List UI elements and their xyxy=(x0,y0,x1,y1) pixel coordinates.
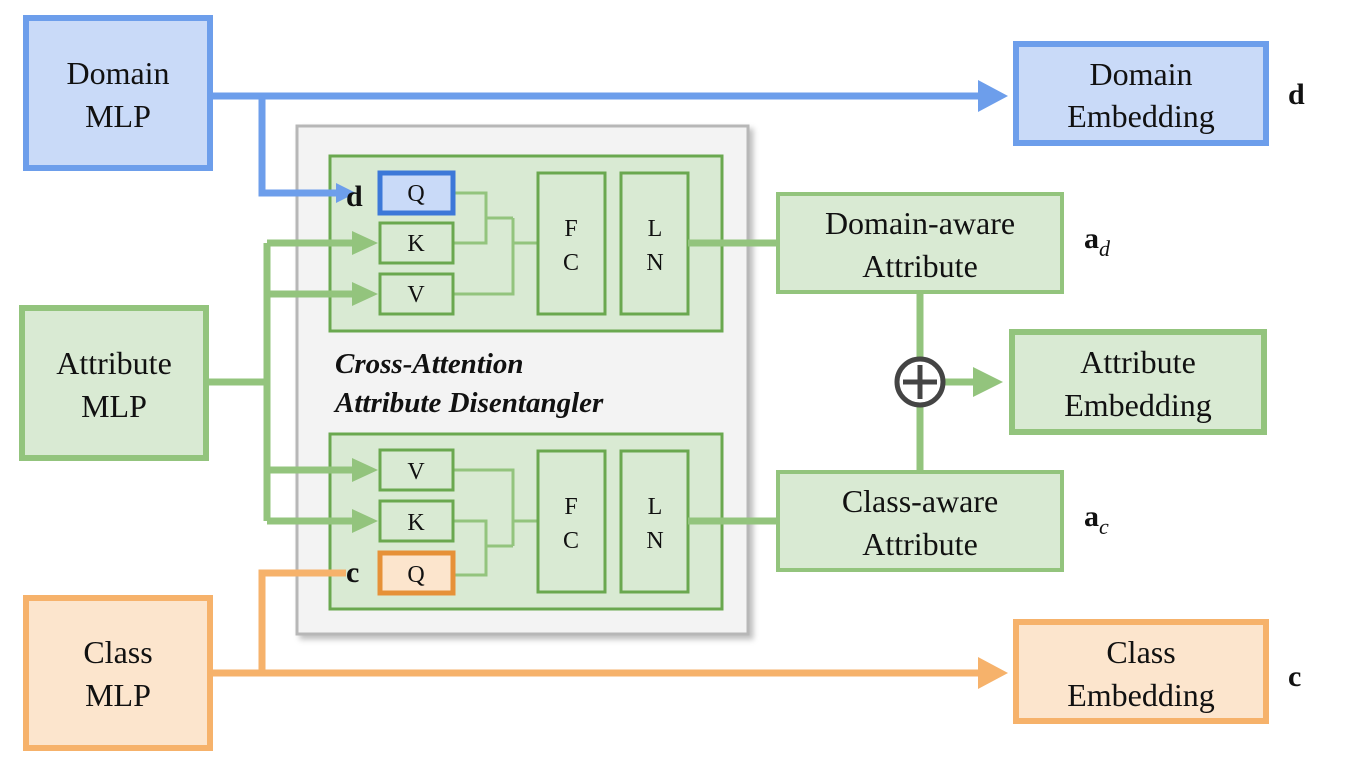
symbol-a-c-base: a xyxy=(1084,500,1099,533)
bottom-q-box xyxy=(377,550,456,596)
symbol-c-query: c xyxy=(346,556,359,589)
disentangler-title-line1: Cross-Attention xyxy=(335,348,524,380)
bottom-ln-label-l: L xyxy=(648,494,663,520)
attribute-embedding-box xyxy=(1009,329,1267,435)
bottom-q-label: Q xyxy=(407,562,424,588)
top-k-label: K xyxy=(407,231,425,257)
class-embedding-label-line1: Class xyxy=(1106,634,1175,670)
symbol-d-query: d xyxy=(346,180,363,213)
symbol-d-right: d xyxy=(1288,78,1305,111)
domain-embedding-label-line2: Embedding xyxy=(1067,98,1215,134)
top-k-box xyxy=(378,221,455,265)
bottom-fc-block xyxy=(536,449,607,594)
disentangler-title-line2: Attribute Disentangler xyxy=(333,387,604,419)
symbol-a-c: ac xyxy=(1084,500,1109,539)
class-aware-attribute-label-line2: Attribute xyxy=(862,526,978,562)
domain-aware-attribute-label-line2: Attribute xyxy=(862,248,978,284)
top-fc-label-f: F xyxy=(564,216,577,242)
class-arrowheads xyxy=(978,657,1008,689)
top-ln-block xyxy=(619,171,690,316)
class-aware-attribute-box xyxy=(776,470,1064,572)
domain-arrowheads xyxy=(336,80,1008,203)
symbol-a-d-subscript: d xyxy=(1099,236,1111,261)
bottom-fc-label-c: C xyxy=(563,528,579,554)
top-v-label: V xyxy=(407,282,425,308)
class-embedding-label-line2: Embedding xyxy=(1067,677,1215,713)
top-fc-label-c: C xyxy=(563,250,579,276)
class-connectors xyxy=(210,569,982,677)
bottom-k-box xyxy=(378,499,455,543)
domain-aware-attribute-box xyxy=(776,192,1064,294)
symbol-a-d: ad xyxy=(1084,222,1111,261)
domain-aware-attribute-label-line1: Domain-aware xyxy=(825,205,1015,241)
domain-connectors xyxy=(210,92,982,197)
bottom-block-wiring xyxy=(453,468,538,577)
top-q-box xyxy=(377,170,456,216)
bottom-ln-label-n: N xyxy=(646,528,663,554)
top-block-wiring xyxy=(453,191,538,296)
domain-mlp-label-line2: MLP xyxy=(85,98,151,134)
class-mlp-box xyxy=(23,595,213,751)
bottom-v-label: V xyxy=(407,459,425,485)
attribute-mlp-box xyxy=(19,305,209,461)
top-q-label: Q xyxy=(407,181,424,207)
bottom-v-box xyxy=(378,448,455,492)
attribute-arrowheads xyxy=(352,231,1003,533)
attribute-mlp-label-line1: Attribute xyxy=(56,345,172,381)
class-embedding-box xyxy=(1013,619,1269,724)
top-v-box xyxy=(378,272,455,316)
bottom-ln-block xyxy=(619,449,690,594)
top-ln-label-l: L xyxy=(648,216,663,242)
top-fc-block xyxy=(536,171,607,316)
class-aware-attribute-label-line1: Class-aware xyxy=(842,483,998,519)
top-ln-label-n: N xyxy=(646,250,663,276)
attribute-embedding-label-line1: Attribute xyxy=(1080,344,1196,380)
symbol-c-right: c xyxy=(1288,660,1301,693)
attribute-embedding-label-line2: Embedding xyxy=(1064,387,1212,423)
sum-plus-glyph-icon xyxy=(903,365,937,399)
attribute-mlp-label-line2: MLP xyxy=(81,388,147,424)
domain-embedding-box xyxy=(1013,41,1269,146)
bottom-k-label: K xyxy=(407,510,425,536)
bottom-fc-label-f: F xyxy=(564,494,577,520)
symbol-a-d-base: a xyxy=(1084,222,1099,255)
domain-mlp-box xyxy=(23,15,213,171)
domain-embedding-label-line1: Domain xyxy=(1089,56,1192,92)
symbol-a-c-subscript: c xyxy=(1099,514,1109,539)
class-mlp-label-line1: Class xyxy=(83,634,152,670)
class-mlp-label-line2: MLP xyxy=(85,677,151,713)
domain-mlp-label-line1: Domain xyxy=(66,55,169,91)
